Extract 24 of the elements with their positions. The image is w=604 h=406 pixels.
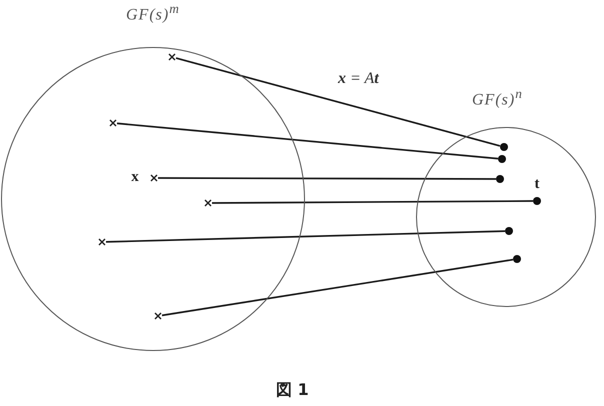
dot-icon xyxy=(513,255,521,263)
point-label: t xyxy=(534,176,540,192)
dot-icon xyxy=(496,175,504,183)
connector-line xyxy=(158,177,496,180)
dot-icon xyxy=(505,227,513,235)
figure-caption: 図 1 xyxy=(276,380,309,401)
set-label: GF(s)$^{n}$ xyxy=(472,86,523,110)
connector-line xyxy=(176,57,500,147)
equation-text: x = At xyxy=(338,70,379,88)
connector-line xyxy=(212,200,533,204)
cross-icon xyxy=(168,53,176,61)
set-label: GF(s)$^{m}$ xyxy=(126,1,180,24)
point-label: x xyxy=(130,169,140,185)
connector-line xyxy=(116,122,498,160)
connector-line xyxy=(106,230,506,243)
cross-icon xyxy=(98,238,106,246)
cross-icon xyxy=(150,174,158,182)
connector-line xyxy=(162,258,514,316)
cross-icon xyxy=(154,312,162,320)
dot-icon xyxy=(500,143,508,151)
cross-icon xyxy=(109,119,117,127)
dot-icon xyxy=(498,155,506,163)
cross-icon xyxy=(204,199,212,207)
dot-icon xyxy=(533,197,541,205)
